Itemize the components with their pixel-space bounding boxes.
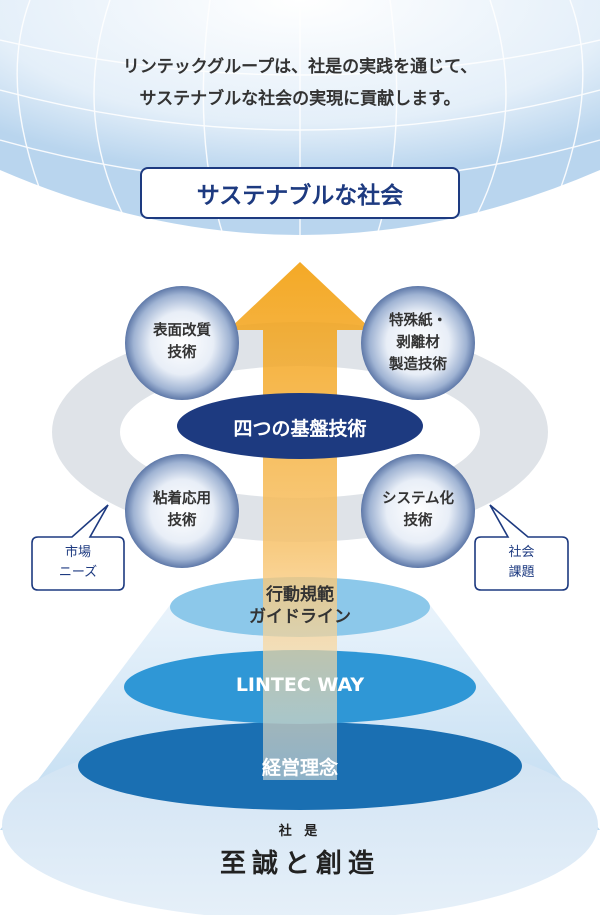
intro-line-2: サステナブルな社会の実現に貢献します。 <box>139 89 461 109</box>
social-issues-label: 社会課題 <box>508 545 535 580</box>
market-needs-label: 市場ニーズ <box>58 545 98 580</box>
bubble-right <box>474 504 569 591</box>
growth-arrow <box>228 262 372 780</box>
sphere-paper <box>361 286 475 400</box>
motto-sub-label: 社 是 <box>278 824 322 839</box>
tech-paper-label: 特殊紙・剥離材製造技術 <box>389 313 447 373</box>
sustainable-society-box: サステナブルな社会 <box>140 167 460 219</box>
tech-surface-label: 表面改質技術 <box>153 323 211 361</box>
globe <box>0 0 600 265</box>
core-oval <box>177 393 423 459</box>
tech-adhesive-label: 粘着応用技術 <box>153 491 211 529</box>
technology-spheres <box>125 286 475 568</box>
guideline-label: 行動規範ガイドライン <box>249 585 351 627</box>
philosophy-label: 経営理念 <box>261 757 338 779</box>
tech-system-label: システム化技術 <box>381 491 455 529</box>
bubble-left <box>31 504 125 591</box>
sphere-surface <box>125 286 239 400</box>
lintec-way-label: LINTEC WAY <box>235 674 365 696</box>
sphere-system <box>361 454 475 568</box>
intro-line-1: リンテックグループは、社是の実践を通じて、 <box>122 57 478 77</box>
core-technologies-label: 四つの基盤技術 <box>233 418 367 440</box>
sphere-adhesive <box>125 454 239 568</box>
input-bubbles <box>31 504 569 591</box>
motto-label: 至誠と創造 <box>219 849 380 879</box>
